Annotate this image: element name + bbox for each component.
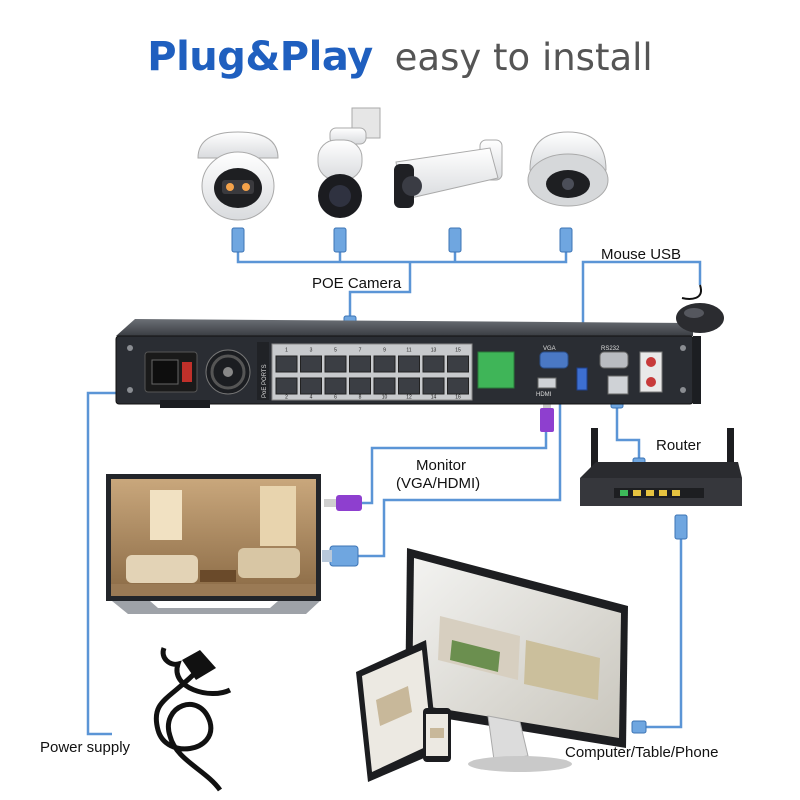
nvr-side-label: PoE PORTS <box>262 364 268 398</box>
poe-port <box>300 355 322 373</box>
poe-port-number: 6 <box>334 395 337 401</box>
poe-port-number: 11 <box>406 348 411 354</box>
power-cord <box>153 647 232 792</box>
wifi-router <box>580 428 742 506</box>
router-cable-2 <box>640 515 683 729</box>
poe-port <box>275 355 298 373</box>
poe-port-number: 8 <box>359 395 362 401</box>
vga-plug-monitor <box>322 545 359 567</box>
desktop-monitor <box>405 548 628 772</box>
poe-port <box>373 377 396 395</box>
vga-cable <box>358 373 562 558</box>
poe-port-number: 15 <box>455 348 461 354</box>
poe-port-number: 12 <box>406 395 412 401</box>
label-power-supply: Power supply <box>40 739 131 756</box>
label-poe-camera: POE Camera <box>312 275 402 292</box>
page-title: Plug&Play easy to install <box>0 34 800 80</box>
phone <box>423 708 451 762</box>
poe-port-number: 14 <box>431 395 437 401</box>
poe-port <box>349 377 371 395</box>
label-router: Router <box>656 437 702 454</box>
tv-monitor <box>106 474 321 614</box>
label-monitor: Monitor <box>416 457 467 474</box>
poe-port-number: 4 <box>310 395 313 401</box>
label-computer: Computer/Table/Phone <box>565 744 719 761</box>
nvr-hdmi-label: HDMI <box>536 392 552 398</box>
poe-port <box>398 377 420 395</box>
poe-port <box>324 355 347 373</box>
label-monitor-ports: (VGA/HDMI) <box>396 475 481 492</box>
hdmi-cable <box>361 432 548 505</box>
hdmi-plug-monitor <box>324 495 362 511</box>
dome-turret-camera <box>197 131 279 221</box>
poe-cables <box>236 252 568 322</box>
nvr-rs232-label: RS232 <box>601 346 620 352</box>
poe-port <box>422 355 445 373</box>
poe-port-number: 1 <box>285 348 288 354</box>
poe-port <box>447 377 469 395</box>
poe-port <box>349 355 371 373</box>
dome-camera <box>527 131 609 207</box>
poe-port-number: 7 <box>359 348 362 354</box>
nvr-vga-label: VGA <box>543 346 556 352</box>
poe-port-number: 5 <box>334 348 337 354</box>
poe-port-number: 2 <box>285 395 288 401</box>
title-plug-play: Plug&Play <box>147 34 373 80</box>
poe-port-number: 9 <box>383 348 386 354</box>
poe-port-number: 16 <box>455 395 461 401</box>
label-mouse-usb: Mouse USB <box>601 246 682 263</box>
usb-mouse <box>676 303 724 333</box>
tablet <box>356 640 438 782</box>
ptz-speed-dome-camera <box>317 107 381 218</box>
mouse-tail <box>681 284 702 300</box>
poe-port <box>275 377 298 395</box>
title-easy-install: easy to install <box>394 36 653 79</box>
poe-port-number: 3 <box>310 348 313 354</box>
poe-port <box>373 355 396 373</box>
poe-port <box>300 377 322 395</box>
poe-port <box>398 355 420 373</box>
poe-port <box>324 377 347 395</box>
power-cable <box>86 391 140 736</box>
poe-port <box>447 355 469 373</box>
mouse-usb-cable <box>581 260 702 368</box>
poe-port <box>422 377 445 395</box>
poe-port-number: 10 <box>382 395 388 401</box>
router-cable-1 <box>615 400 641 465</box>
bullet-camera <box>394 139 503 208</box>
poe-port-number: 13 <box>431 348 437 354</box>
